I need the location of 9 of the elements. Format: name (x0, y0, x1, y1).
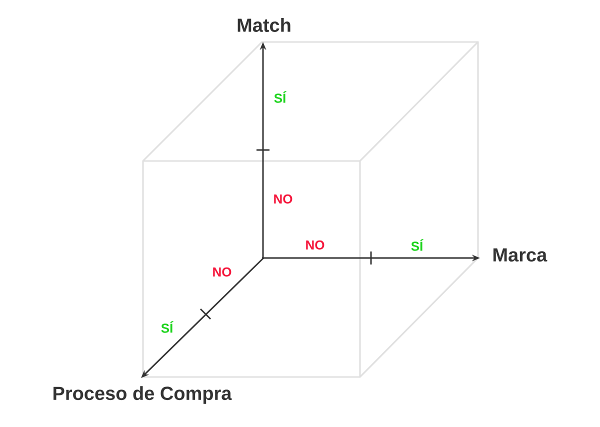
value-label: SÍ (411, 239, 424, 251)
axis-title: Marca (493, 248, 548, 262)
value-label: NO (306, 240, 324, 250)
value-label: SÍ (161, 321, 174, 333)
value-label: SÍ (274, 91, 286, 103)
value-label: NO (274, 194, 292, 204)
axis-title: Proceso de Compra (54, 386, 232, 404)
axis-title: Match (238, 18, 290, 32)
value-label: NO (213, 267, 232, 277)
